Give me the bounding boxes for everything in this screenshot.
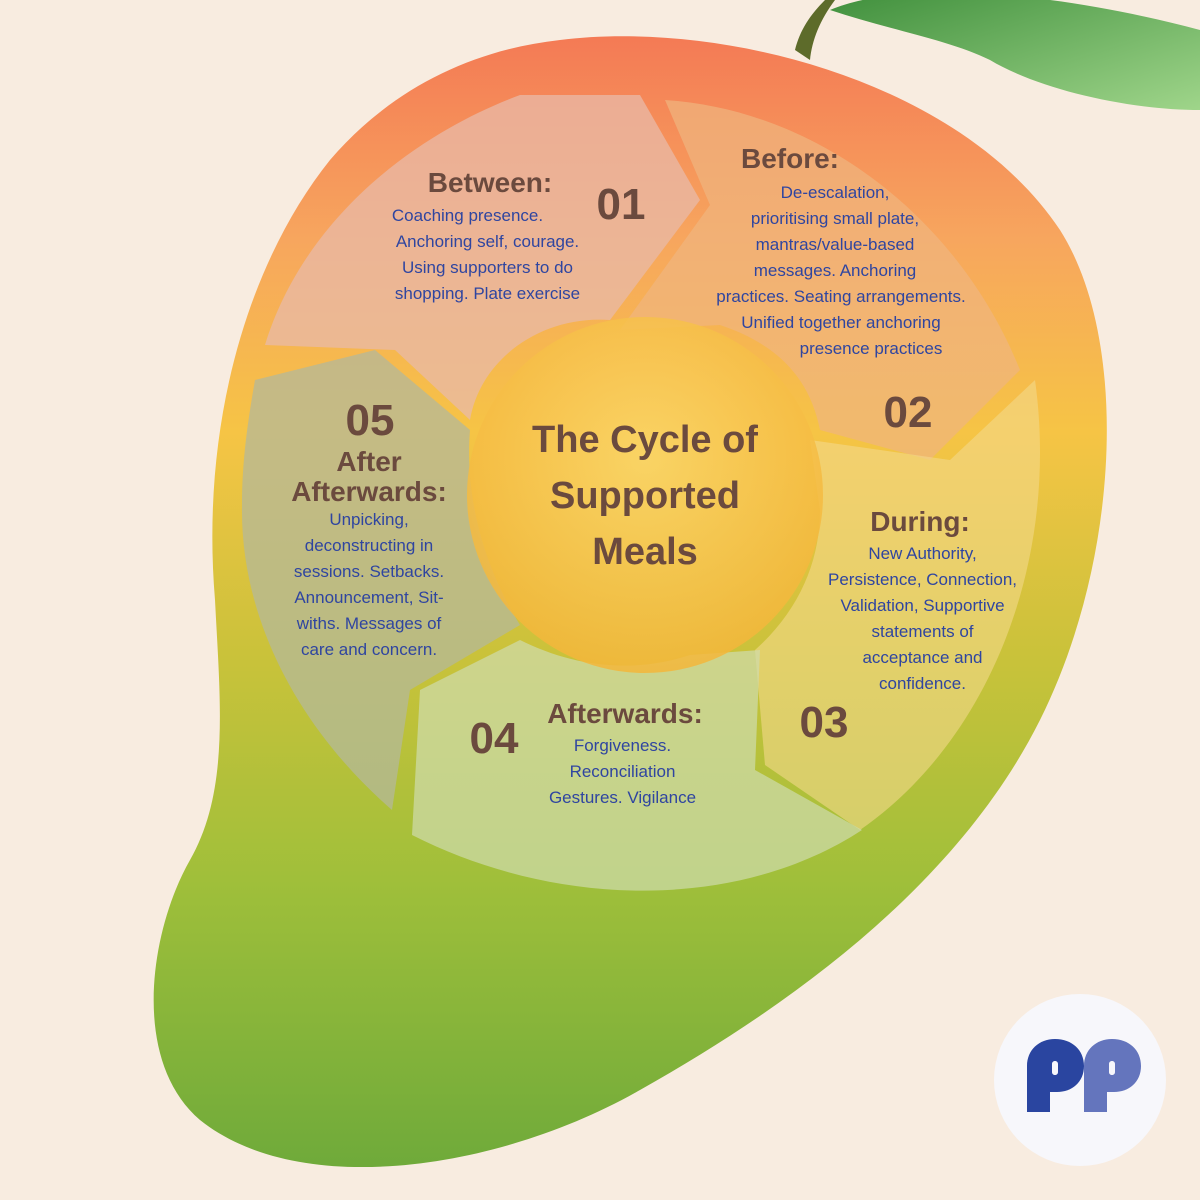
pp-logo-icon [1027, 1039, 1141, 1112]
leaf-icon [830, 0, 1200, 110]
stage-03-number: 03 [799, 698, 849, 747]
heading-line: After [336, 446, 402, 477]
text-line: De-escalation, [780, 183, 890, 202]
text-line: Unified together anchoring [741, 313, 941, 332]
text-line: presence practices [799, 339, 943, 358]
heading-line: Afterwards: [291, 476, 447, 507]
text-line: statements of [871, 622, 974, 641]
title-line: The Cycle of [532, 419, 758, 461]
stage-05-heading: After Afterwards: [262, 447, 476, 507]
diagram-title: The Cycle of Supported Meals [480, 412, 810, 580]
text-line: Anchoring self, courage. [395, 232, 580, 251]
stage-02-text: De-escalation, prioritising small plate,… [676, 180, 1006, 362]
segment-03-arrow [755, 380, 1041, 830]
text-line: Reconciliation [569, 762, 676, 781]
text-line: practices. Seating arrangements. [716, 287, 966, 306]
text-line: shopping. Plate exercise [394, 284, 581, 303]
text-line: mantras/value-based [755, 235, 915, 254]
text-line: Validation, Supportive [840, 596, 1005, 615]
text-line: Gestures. Vigilance [548, 788, 697, 807]
brand-logo [994, 994, 1166, 1166]
center-circle [467, 317, 823, 673]
segment-01-arrow [265, 95, 700, 420]
text-line: Announcement, Sit- [294, 588, 444, 607]
text-line: acceptance and [862, 648, 983, 667]
stage-04-number: 04 [469, 714, 519, 763]
stage-03-heading: During: [870, 506, 970, 537]
stage-01-number: 01 [596, 180, 646, 229]
text-line: Coaching presence. [391, 206, 544, 225]
segment-04-arrow [412, 640, 862, 891]
stage-05-number: 05 [345, 396, 395, 445]
text-line: prioritising small plate, [750, 209, 920, 228]
text-line: sessions. Setbacks. [293, 562, 445, 581]
text-line: deconstructing in [304, 536, 434, 555]
text-line: confidence. [879, 674, 966, 693]
text-line: withs. Messages of [296, 614, 442, 633]
title-line: Meals [592, 531, 698, 573]
stage-02-number: 02 [883, 388, 933, 437]
text-line: care and concern. [300, 640, 438, 659]
text-line: Forgiveness. [573, 736, 672, 755]
segment-02-arrow [620, 100, 1020, 460]
text-line: New Authority, [868, 544, 977, 563]
stage-01-text: Coaching presence. Anchoring self, coura… [345, 203, 630, 307]
text-line: messages. Anchoring [753, 261, 917, 280]
stage-02-heading: Before: [740, 143, 839, 174]
text-line: Persistence, Connection, [828, 570, 1017, 589]
text-line: Unpicking, [329, 510, 409, 529]
text-line: Using supporters to do [401, 258, 574, 277]
stage-04-text: Forgiveness. Reconciliation Gestures. Vi… [525, 733, 720, 811]
stage-05-text: Unpicking, deconstructing in sessions. S… [262, 507, 476, 663]
stage-04-heading: Afterwards: [547, 698, 703, 729]
segment-05-arrow [241, 350, 520, 810]
title-line: Supported [550, 475, 740, 517]
stage-03-text: New Authority, Persistence, Connection, … [800, 541, 1045, 697]
stem-icon [795, 0, 835, 60]
stage-01-heading: Between: [427, 167, 553, 198]
